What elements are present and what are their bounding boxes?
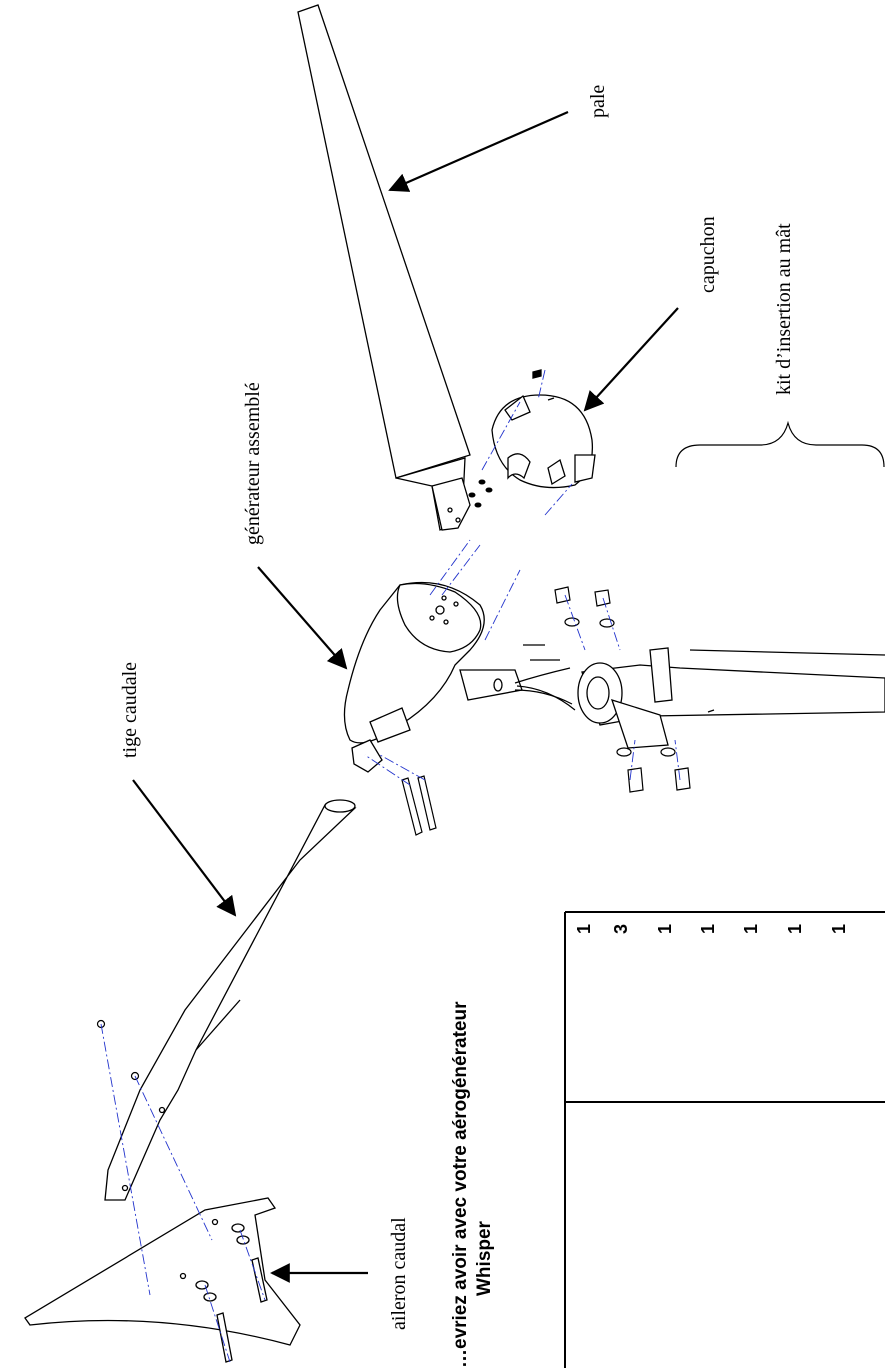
label-kit: kit d’insertion au mât <box>773 223 795 395</box>
generator-part <box>343 581 523 773</box>
arrow-tige <box>132 779 237 917</box>
tail-fin-part <box>24 1197 301 1363</box>
kit-brace <box>675 420 885 468</box>
wire-harness <box>514 644 576 711</box>
quantity-cell: 3 <box>611 924 631 934</box>
blade-bolts <box>468 479 493 508</box>
parts-table-quantities: 1 3 1 1 1 1 1 <box>574 924 849 934</box>
quantity-cell: 1 <box>741 924 761 934</box>
label-pale: pale <box>587 85 609 118</box>
heading-line-1: …evriez avoir avec votre aérogénérateur <box>450 1001 471 1368</box>
quantity-cell: 1 <box>698 924 718 934</box>
blade-part <box>297 4 471 531</box>
tail-boom-part <box>104 799 357 1201</box>
tail-hardware <box>96 1019 140 1081</box>
mast-adapter-part <box>577 647 885 749</box>
pivot-pins <box>401 775 437 836</box>
assembly-centerlines <box>100 369 681 1363</box>
quantity-cell: 1 <box>655 924 675 934</box>
label-aileron: aileron caudal <box>388 1217 410 1330</box>
quantity-cell: 1 <box>785 924 805 934</box>
quantity-cell: 1 <box>829 924 849 934</box>
arrow-generateur <box>257 566 348 670</box>
label-capuchon: capuchon <box>697 216 719 293</box>
arrow-pale <box>388 110 569 192</box>
nose-cone-part <box>491 369 596 489</box>
arrow-capuchon <box>583 307 679 412</box>
heading-line-2: Whisper <box>474 1220 495 1296</box>
label-generateur: générateur assemblé <box>242 382 264 545</box>
label-tige: tige caudale <box>119 662 141 758</box>
parts-table <box>564 911 885 1368</box>
quantity-cell: 1 <box>574 924 594 934</box>
leader-arrows <box>132 110 679 1283</box>
